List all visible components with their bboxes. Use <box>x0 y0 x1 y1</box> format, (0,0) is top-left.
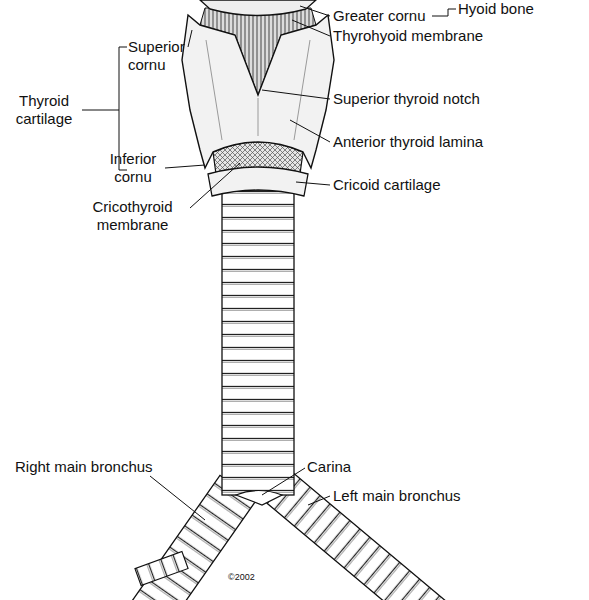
hyoid-bone <box>200 0 316 16</box>
label-bracket <box>432 9 456 16</box>
part-label: Hyoid bone <box>458 0 534 18</box>
leader-line <box>308 496 330 505</box>
thyroid-cartilage <box>182 15 334 168</box>
part-label: Right main bronchus <box>15 458 153 476</box>
part-label: Inferior cornu <box>98 150 168 186</box>
part-label: Left main bronchus <box>333 487 461 505</box>
leader-line <box>300 6 330 16</box>
part-label: Greater cornu <box>333 7 426 25</box>
carina-ridge <box>236 491 282 506</box>
trachea <box>222 190 294 495</box>
leader-line <box>292 20 330 36</box>
part-label: Superior thyroid notch <box>333 90 480 108</box>
signature-mark: ©2002 <box>228 572 255 583</box>
lobar-bronchus <box>135 552 188 586</box>
part-label: Superior cornu <box>128 38 203 74</box>
leader-line <box>150 476 205 520</box>
leader-line <box>165 165 205 168</box>
part-label: Cricothyroid membrane <box>70 198 195 234</box>
part-label: Anterior thyroid lamina <box>333 133 483 151</box>
leader-line <box>296 182 330 185</box>
bronchus-wall <box>267 473 469 600</box>
leader-lines <box>150 6 330 520</box>
leader-line <box>290 120 330 142</box>
leader-line <box>262 90 330 99</box>
part-label: Cricoid cartilage <box>333 176 441 194</box>
leader-line <box>262 468 305 495</box>
cricoid-cartilage <box>208 167 308 196</box>
leader-line <box>190 163 240 208</box>
part-label: Thyroid cartilage <box>8 92 80 128</box>
cartilage-shading <box>206 40 310 140</box>
left-main-bronchus <box>267 473 469 600</box>
part-label: Thyrohyoid membrane <box>333 27 483 45</box>
leader-line <box>188 30 192 47</box>
bronchus-wall <box>135 552 188 586</box>
part-label: Carina <box>307 458 351 476</box>
